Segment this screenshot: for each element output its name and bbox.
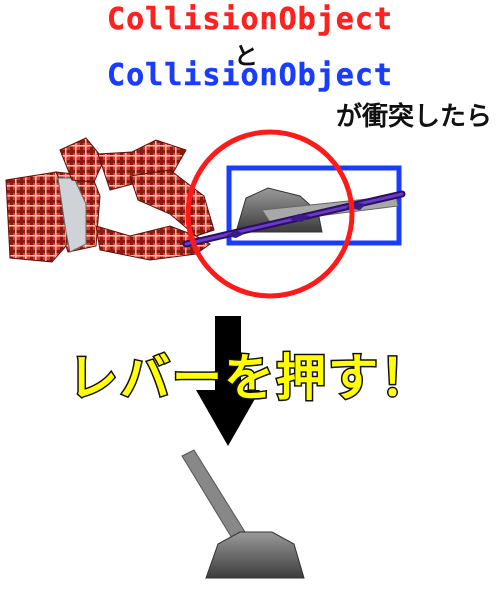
action-caption: レバーを押す！ [67, 348, 432, 409]
title-connector: と [234, 42, 258, 70]
collision-caption: が衝突したら [335, 102, 492, 132]
object-a-title: CollisionObject [107, 2, 393, 38]
red-circle-highlight-icon [185, 129, 355, 299]
plaid-arm-icon [5, 137, 215, 263]
object-b-title: CollisionObject [107, 58, 393, 94]
down-arrow-icon [196, 316, 260, 446]
purple-stick-icon [182, 190, 406, 248]
lever-icon [181, 449, 305, 579]
blue-bounding-box-icon [226, 165, 402, 246]
